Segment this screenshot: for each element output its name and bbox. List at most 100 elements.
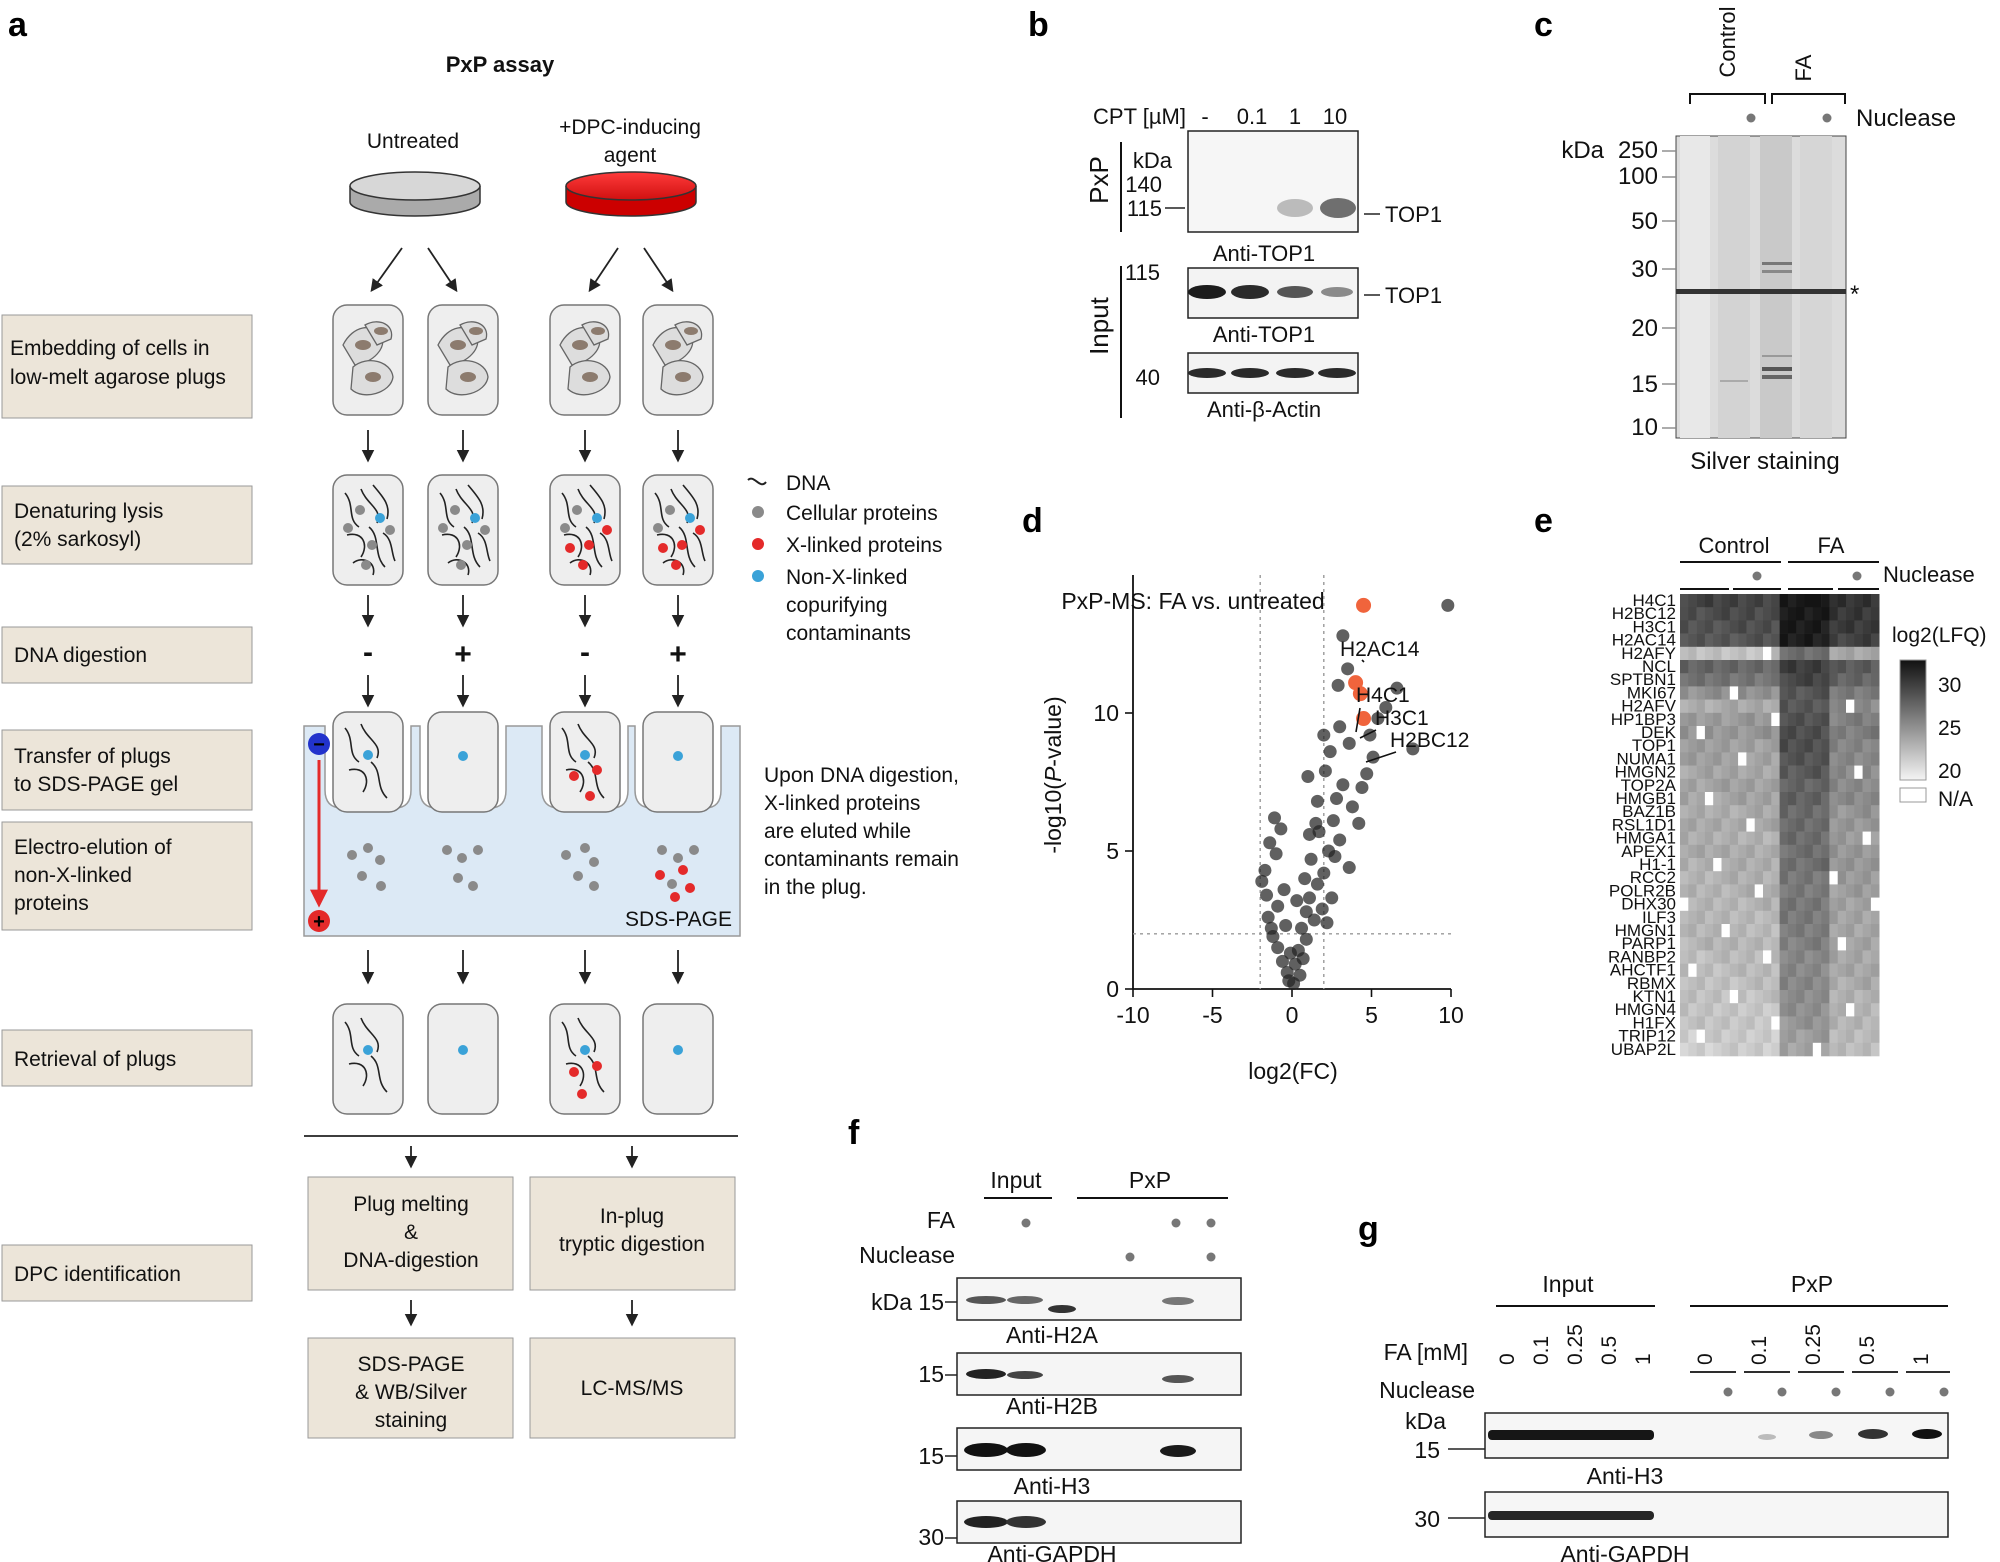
heatmap-cell	[1721, 726, 1731, 740]
volcano-point	[1325, 891, 1339, 905]
heatmap-cell	[1779, 594, 1789, 608]
heatmap-cell	[1870, 778, 1880, 793]
heatmap-cell	[1870, 990, 1880, 1004]
heatmap-cell	[1696, 1016, 1706, 1030]
e-colorbar	[1899, 659, 1927, 781]
heatmap-cell	[1704, 673, 1714, 687]
heatmap-cell	[1696, 607, 1706, 621]
heatmap-cell	[1779, 831, 1789, 846]
heatmap-cell	[1812, 1042, 1822, 1057]
heatmap-cell	[1862, 884, 1872, 898]
heatmap-cell	[1696, 844, 1706, 859]
panel-letter-f: f	[848, 1114, 860, 1152]
heatmap-cell	[1821, 897, 1830, 912]
heatmap-cell	[1680, 778, 1689, 793]
heatmap-row-label: NUMA1	[1616, 749, 1676, 768]
heatmap-cell	[1721, 1029, 1731, 1044]
heatmap-cell	[1829, 871, 1838, 885]
heatmap-cell	[1771, 990, 1780, 1004]
b-side-pxp: PxP	[1084, 156, 1114, 204]
heatmap-row-label: APEX1	[1621, 842, 1676, 861]
g-marker-30: 30	[1414, 1506, 1440, 1532]
heatmap-cell	[1821, 1016, 1830, 1030]
heatmap-cell	[1787, 765, 1797, 780]
heatmap-cell	[1846, 858, 1855, 872]
heatmap-cell	[1763, 686, 1772, 700]
volcano-point	[1302, 827, 1316, 841]
heatmap-row-label: PARP1	[1622, 934, 1677, 953]
heatmap-cell	[1854, 726, 1863, 740]
heatmap-cell	[1821, 660, 1830, 674]
heatmap-cell	[1854, 950, 1863, 964]
c-nuclease: Nuclease	[1856, 105, 1956, 132]
heatmap-row-label: ILF3	[1642, 908, 1676, 927]
heatmap-cell	[1680, 963, 1689, 978]
b-marker-140: 140	[1125, 172, 1162, 197]
heatmap-cell	[1796, 844, 1805, 859]
heatmap-cell	[1854, 620, 1863, 634]
heatmap-cell	[1771, 686, 1780, 700]
heatmap-cell	[1754, 765, 1764, 780]
heatmap-cell	[1837, 712, 1847, 727]
heatmap-cell	[1862, 712, 1872, 727]
heatmap-cell	[1729, 1042, 1739, 1057]
heatmap-cell	[1696, 765, 1706, 780]
volcano-point	[1264, 921, 1278, 935]
heatmap-cell	[1763, 884, 1772, 898]
heatmap-cell	[1746, 818, 1755, 832]
heatmap-cell	[1804, 752, 1814, 766]
heatmap-cell	[1870, 712, 1880, 727]
heatmap-cell	[1738, 660, 1747, 674]
volcano-point	[1283, 946, 1297, 960]
legend-xlinked: X-linked proteins	[786, 534, 942, 557]
heatmap-cell	[1870, 673, 1880, 687]
heatmap-cell	[1862, 910, 1872, 925]
heatmap-cell	[1804, 1003, 1814, 1017]
heatmap-cell	[1688, 646, 1697, 661]
heatmap-cell	[1812, 858, 1822, 872]
heatmap-cell	[1738, 976, 1747, 991]
heatmap-cell	[1862, 858, 1872, 872]
heatmap-cell	[1729, 686, 1739, 700]
heatmap-cell	[1837, 884, 1847, 898]
heatmap-cell	[1812, 884, 1822, 898]
heatmap-cell	[1796, 712, 1805, 727]
volcano-point	[1317, 728, 1331, 742]
heatmap-cell	[1738, 950, 1747, 964]
heatmap-cell	[1862, 792, 1872, 806]
heatmap-cell	[1821, 871, 1830, 885]
heatmap-row-label: H2AC14	[1612, 631, 1676, 650]
heatmap-cell	[1854, 686, 1863, 700]
heatmap-cell	[1779, 726, 1789, 740]
f-marker-15a: 15	[918, 1289, 944, 1315]
heatmap-cell	[1763, 607, 1772, 621]
heatmap-cell	[1812, 699, 1822, 714]
heatmap-cell	[1812, 778, 1822, 793]
b-kda: kDa	[1133, 148, 1173, 173]
heatmap-cell	[1829, 884, 1838, 898]
heatmap-row-label: RSL1D1	[1612, 815, 1676, 834]
step-box-lysis	[1, 485, 253, 565]
heatmap-cell	[1829, 660, 1838, 674]
volcano-point	[1263, 836, 1277, 850]
heatmap-cell	[1804, 792, 1814, 806]
heatmap-cell	[1704, 910, 1714, 925]
heatmap-cell	[1713, 1016, 1722, 1030]
heatmap-cell	[1754, 646, 1764, 661]
heatmap-cell	[1829, 686, 1838, 700]
heatmap-cell	[1680, 620, 1689, 634]
heatmap-cell	[1754, 924, 1764, 938]
volcano-point	[1279, 919, 1293, 933]
heatmap-cell	[1680, 937, 1689, 951]
heatmap-row-label: HMGN1	[1615, 921, 1676, 940]
e-heatmap	[1680, 594, 1880, 1057]
heatmap-cell	[1870, 950, 1880, 964]
heatmap-cell	[1787, 792, 1797, 806]
heatmap-cell	[1771, 646, 1780, 661]
heatmap-cell	[1837, 726, 1847, 740]
heatmap-cell	[1713, 739, 1722, 753]
step-lysis-1: Denaturing lysis	[14, 500, 163, 523]
heatmap-cell	[1704, 699, 1714, 714]
heatmap-cell	[1837, 976, 1847, 991]
heatmap-cell	[1746, 963, 1755, 978]
